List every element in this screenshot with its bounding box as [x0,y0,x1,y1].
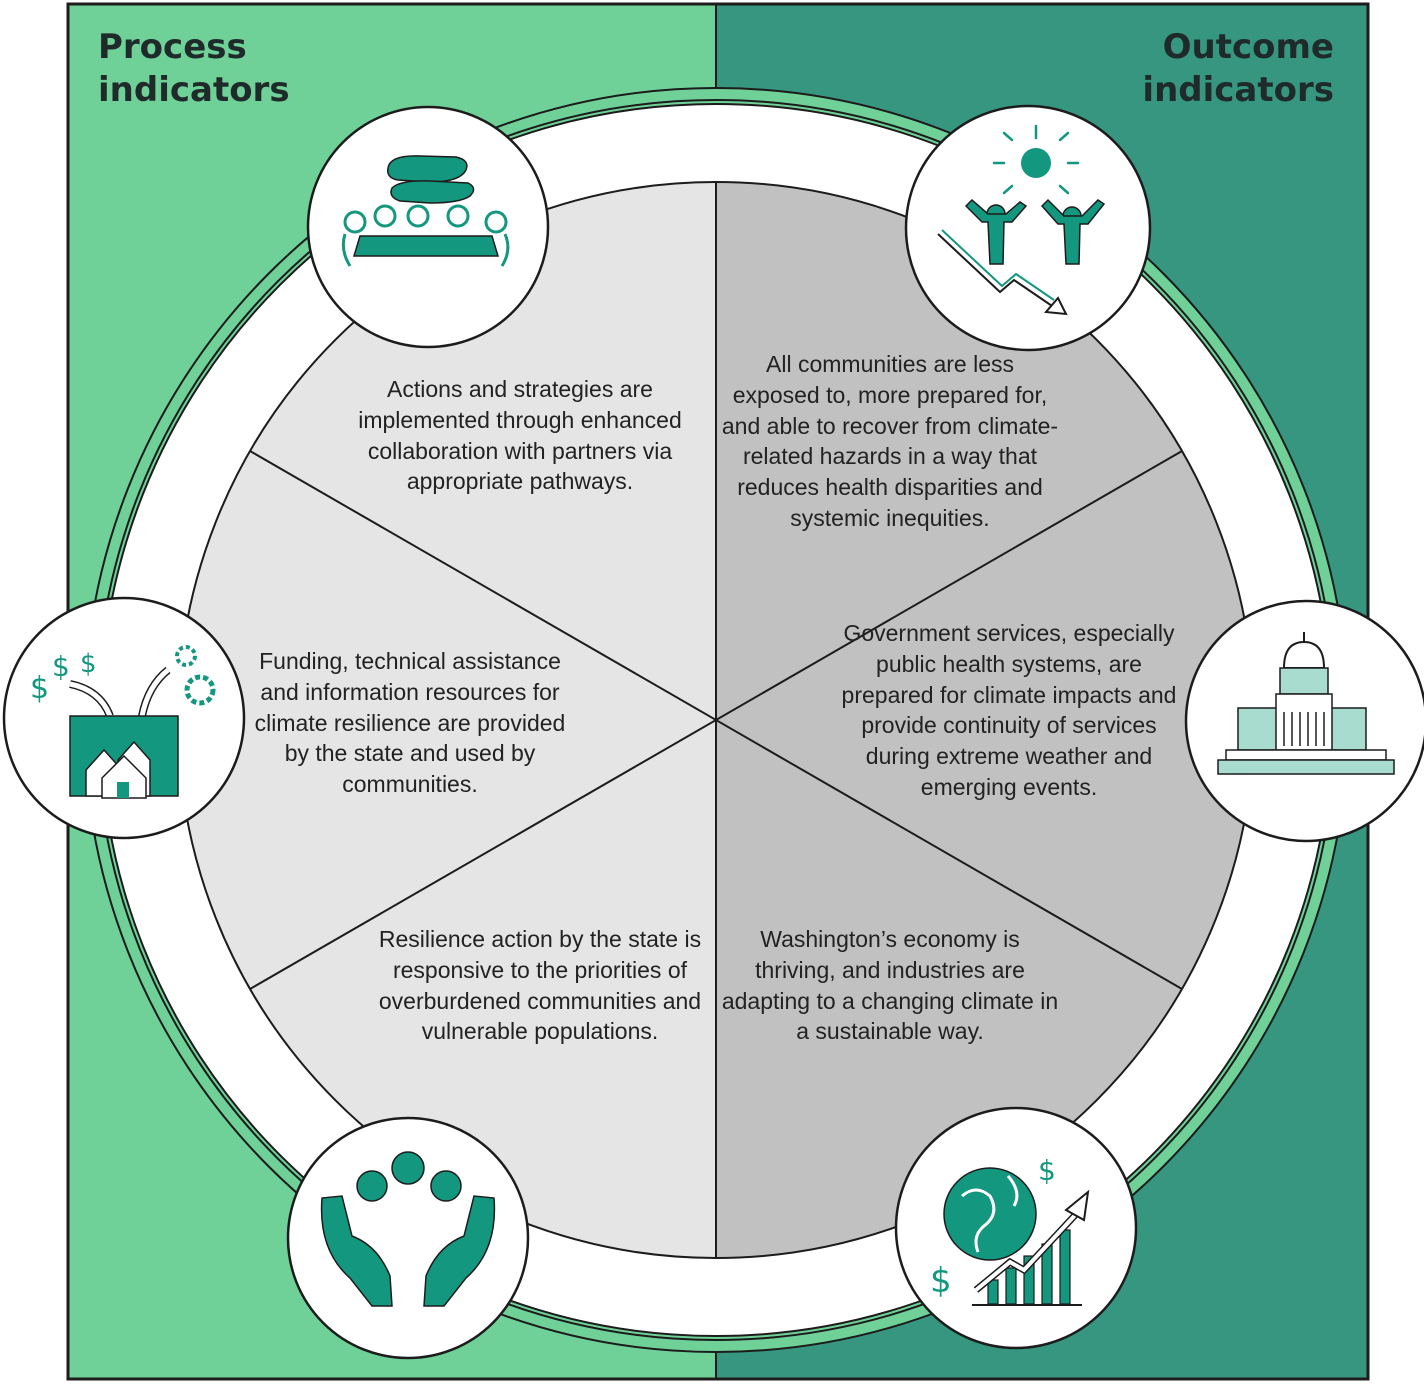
segment-overburdened-communities-text: Resilience action by the state is respon… [378,926,702,1045]
resilient-communities-sun-icon [904,104,1152,352]
outcome-indicators-title: Outcome indicators [1142,27,1334,110]
globe-economy-growth-icon: $ $ [894,1106,1138,1350]
segment-collaboration-text: Actions and strategies are implemented t… [358,376,682,495]
funding-resources-icon: $ $ $ [2,596,246,840]
svg-text:$: $ [30,671,49,706]
svg-text:$: $ [52,650,70,683]
hands-supporting-people-icon [286,1116,530,1360]
segment-funding-text: Funding, technical assistance and inform… [254,648,566,798]
svg-text:$: $ [80,649,97,679]
svg-text:$: $ [930,1261,952,1301]
outcome-half [716,182,1254,1258]
process-half [178,182,716,1258]
segment-economy-text: Washington’s economy is thriving, and in… [721,926,1059,1045]
capitol-building-icon [1184,599,1424,843]
svg-text:$: $ [1038,1154,1056,1187]
collaboration-meeting-icon [306,105,550,349]
segment-government-services-text: Government services, especially public h… [841,620,1177,800]
spoke-diagonal-b [249,450,1183,990]
segment-communities-text: All communities are less exposed to, mor… [721,351,1059,531]
process-indicators-title: Process indicators [98,27,290,110]
